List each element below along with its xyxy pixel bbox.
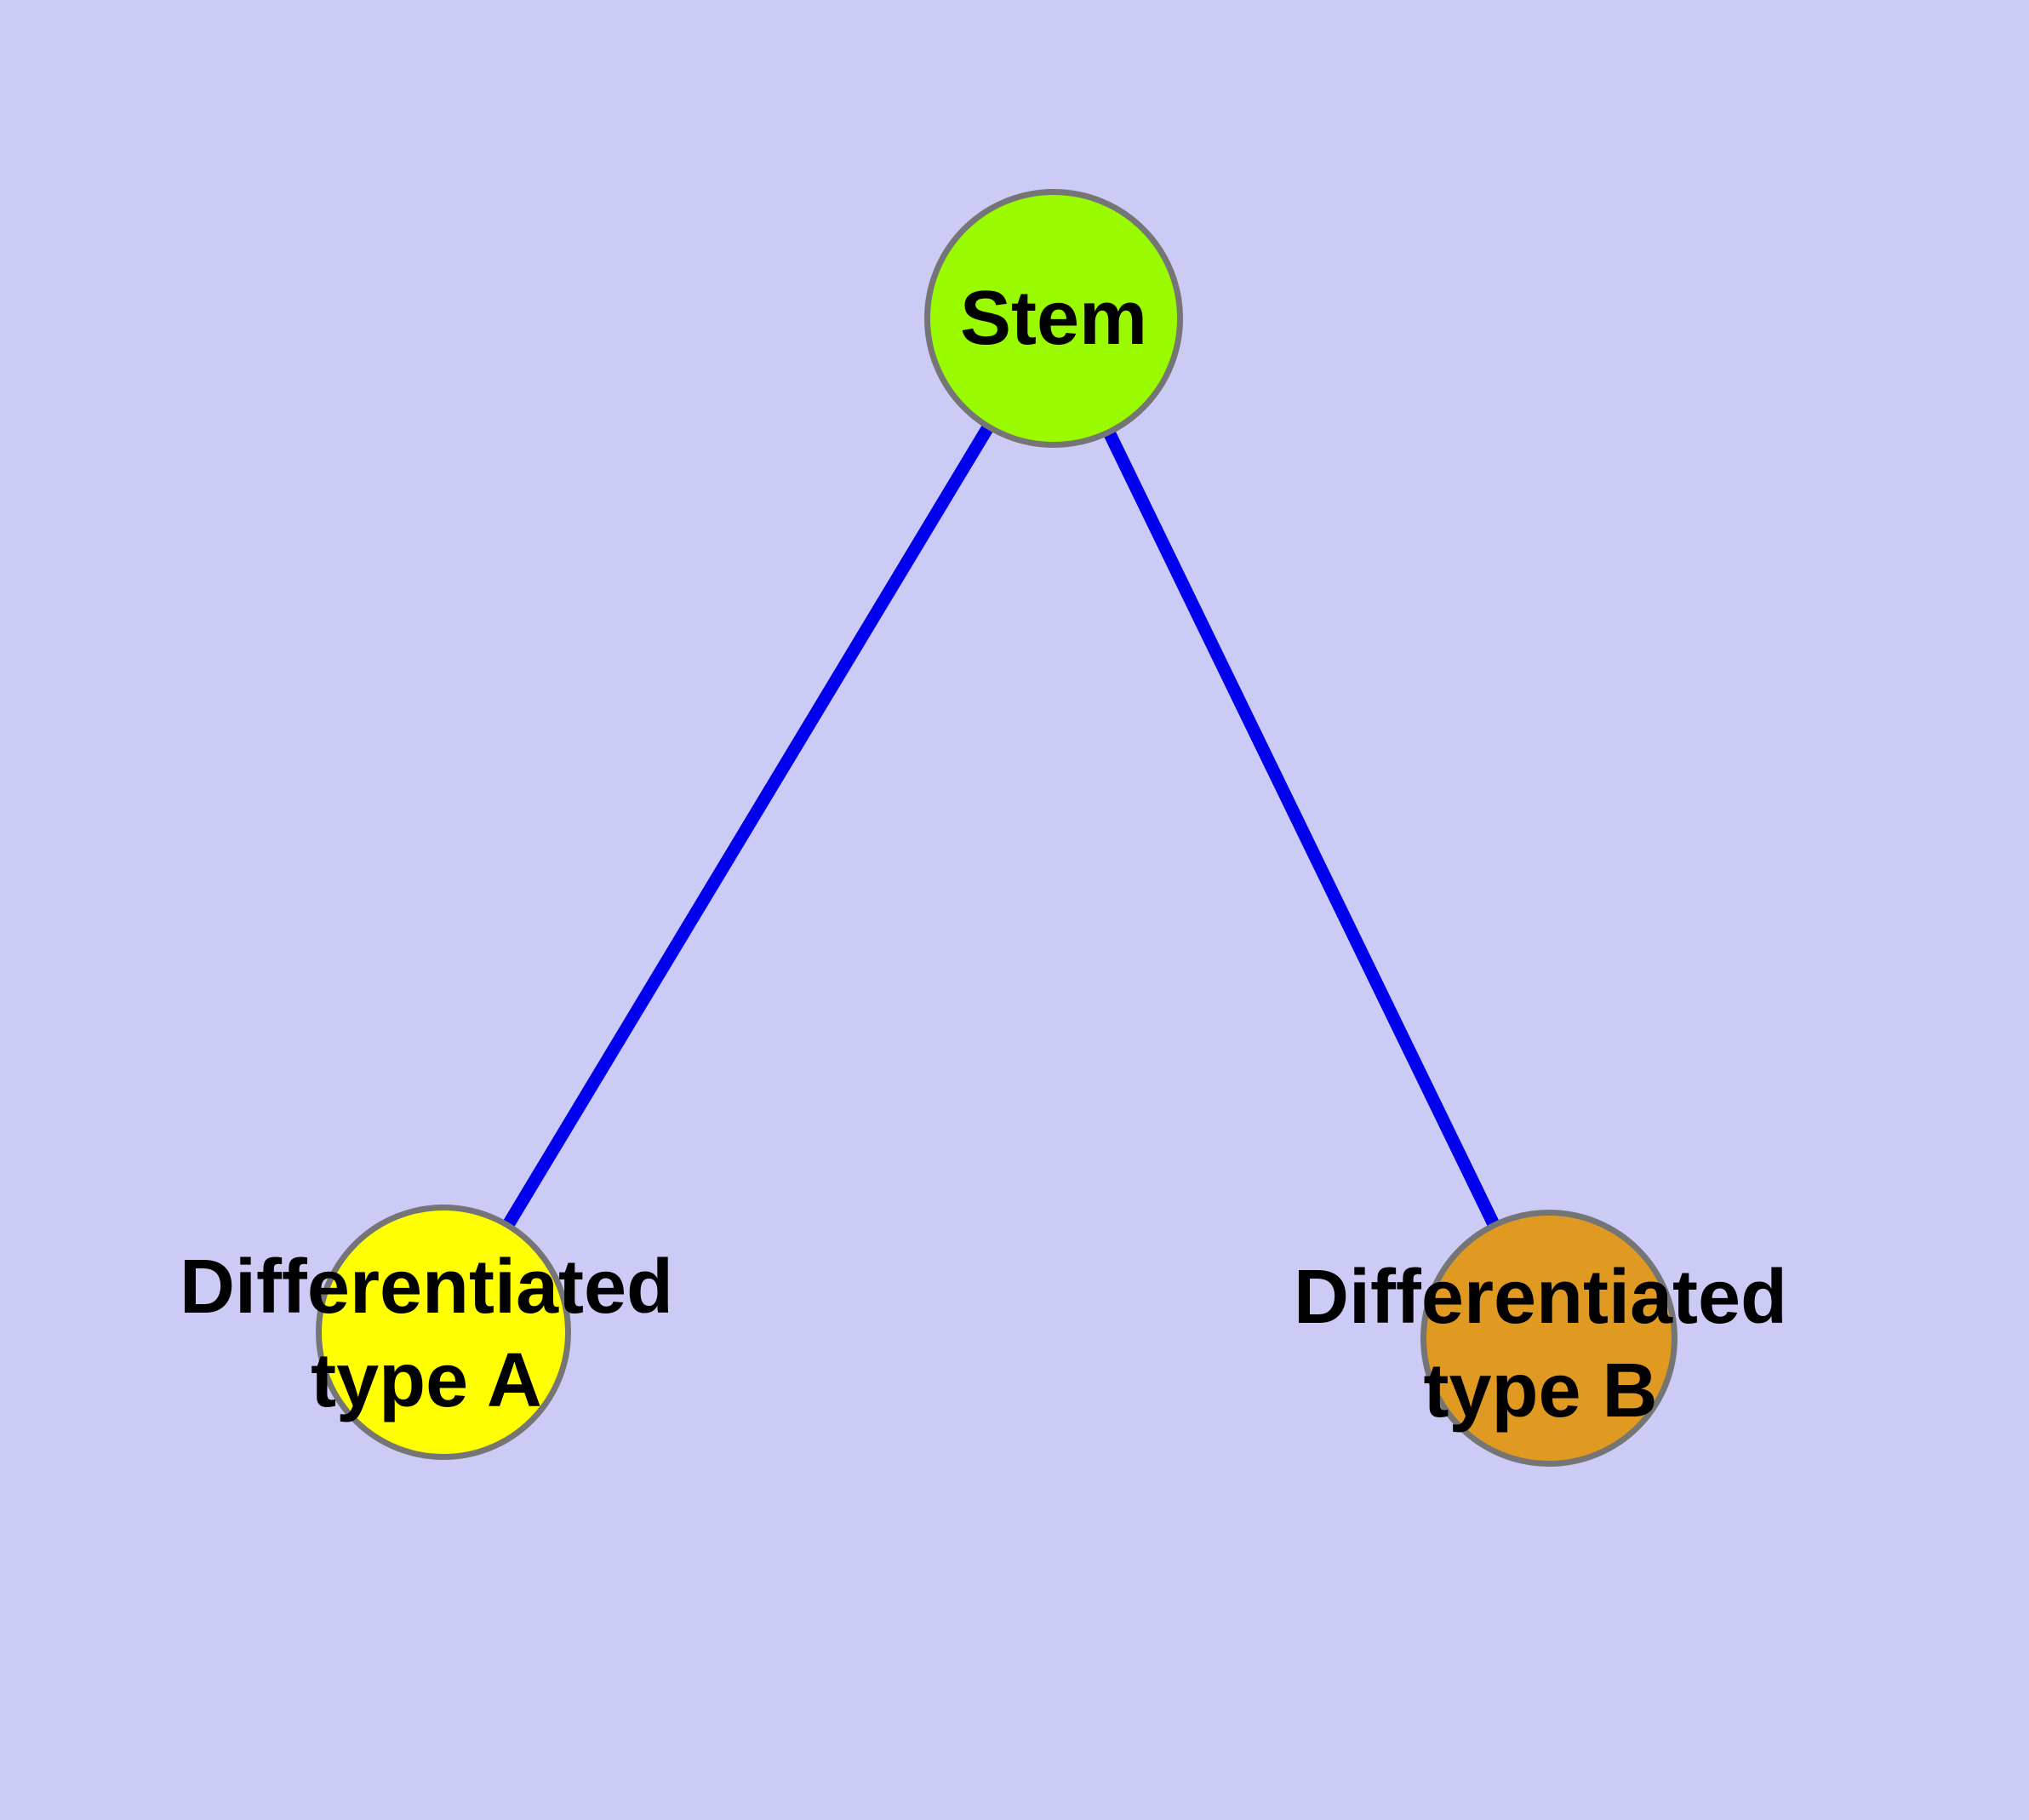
- edge-stem-to-type-a: [437, 312, 1060, 1339]
- node-differentiated-type-a: [316, 1205, 571, 1460]
- label-a-line-2: type A: [311, 1338, 542, 1423]
- node-stem: Stem: [924, 189, 1183, 448]
- edge-stem-to-type-b: [1047, 312, 1556, 1345]
- node-stem-label: Stem: [959, 275, 1148, 361]
- label-b-line-2: type B: [1423, 1348, 1658, 1434]
- label-b-line-1: Differentiated: [1293, 1255, 1788, 1340]
- node-differentiated-type-b-label: Differentiated type B: [1157, 1251, 1923, 1438]
- label-a-line-1: Differentiated: [179, 1245, 674, 1330]
- node-differentiated-type-a-label: Differentiated type A: [43, 1240, 809, 1428]
- node-differentiated-type-b: [1420, 1210, 1677, 1467]
